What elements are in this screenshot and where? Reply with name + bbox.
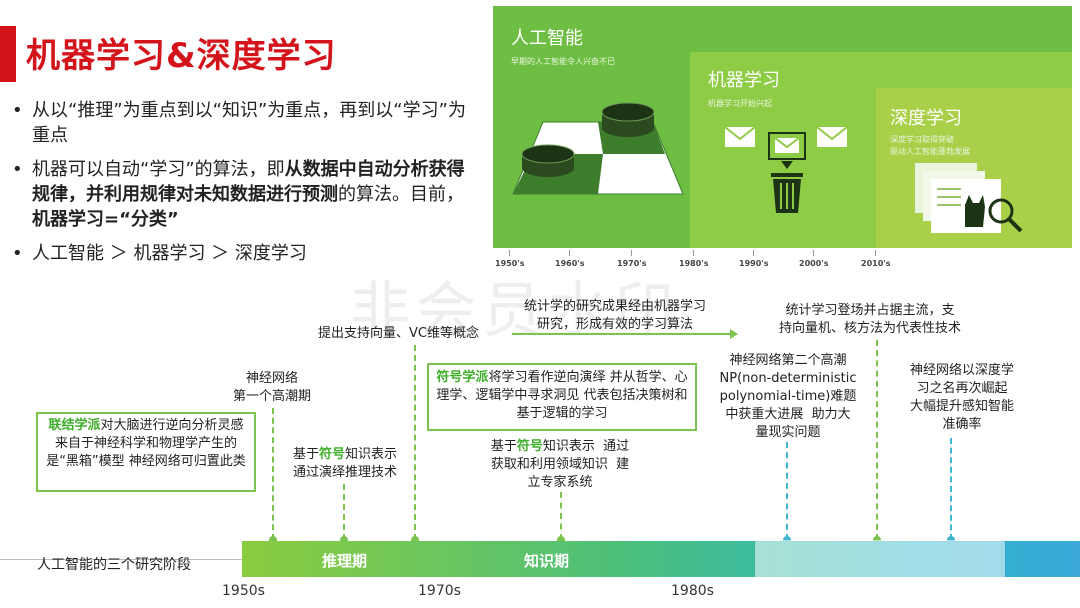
connectionism-box: 联结学派对大脑进行逆向分析灵感来自于神经科学和物理学产生的是“黑箱”模型 神经网…: [36, 412, 256, 492]
symbolism-box: 符号学派将学习看作逆向演绎 并从哲学、心理学、逻辑学中寻求洞见 代表包括决策树和…: [427, 363, 697, 431]
year-1980s: 1980s: [671, 583, 714, 599]
bullet-text: 机器可以自动“学习”的算法，即: [32, 159, 285, 180]
evolution-year-tick: [509, 250, 510, 256]
evolution-year-tick: [631, 250, 632, 256]
phase-knowledge: 知识期: [524, 552, 570, 570]
ai-era-subtitle: 早期的人工智能令人兴奋不已: [511, 57, 615, 66]
symbol-reasoning-dot: [340, 536, 348, 544]
bullet-text: 从数据中自动分析获得规律，并利用规律对未知数据进行预测: [32, 159, 465, 205]
stat-mainstream-text: 统计学习登场并占据主流，支 持向量机、核方法为代表性技术: [778, 303, 961, 336]
nn-first-peak-line: [272, 408, 274, 540]
slide-title: 机器学习&深度学习: [26, 36, 337, 76]
year-1950s: 1950s: [222, 583, 265, 599]
wechat-blur-overlay: [755, 540, 1005, 602]
phase-reasoning: 推理期: [322, 552, 368, 570]
bullet-list: 从以“推理”为重点到以“知识”为重点，再到以“学习”为重点机器可以自动“学习”的…: [10, 98, 480, 275]
connectionism-text: 对大脑进行逆向分析灵感来自于神经科学和物理学产生的是“黑箱”模型 神经网络可归置…: [46, 418, 246, 469]
evolution-year-label: 2010's: [861, 259, 891, 268]
stat-ml-text: 统计学的研究成果经由机器学习 研究，形成有效的学习算法: [523, 299, 706, 332]
ai-era-title: 人工智能: [511, 28, 583, 49]
evolution-year-tick: [693, 250, 694, 256]
evolution-year-label: 2000's: [799, 259, 829, 268]
dl-era-title: 深度学习: [890, 108, 962, 129]
nn-first-peak-dot: [269, 536, 277, 544]
cat-recognition-icon: [915, 163, 1023, 233]
spam-filter-icon: [724, 126, 848, 213]
ml-era-title: 机器学习: [708, 70, 780, 91]
title-accent-bar: [0, 26, 16, 82]
svm-concept-text: 提出支持向量、VC维等概念: [318, 326, 479, 341]
evolution-year-label: 1970's: [617, 259, 647, 268]
bullet-text: 机器学习=“分类”: [32, 209, 179, 230]
stat-ml-arrowhead: [730, 329, 738, 339]
evolution-year-label: 1950's: [495, 259, 525, 268]
evolution-year-tick: [753, 250, 754, 256]
ai-evolution-graphic: 人工智能 早期的人工智能令人兴奋不已 机器学习 机器学习开始兴起 深度学习 深度…: [493, 6, 1072, 270]
dl-era-subtitle-2: 驱动人工智能蓬勃发展: [890, 147, 970, 156]
nn-second-peak-line: [786, 442, 788, 540]
evolution-year-tick: [569, 250, 570, 256]
svm-concept-line: [414, 345, 416, 540]
dl-era-subtitle-1: 深度学习取得突破: [890, 135, 954, 144]
expert-system-text: 基于符号知识表示 通过 获取和利用领域知识 建 立专家系统: [490, 439, 630, 490]
nn-deep-text: 神经网络以深度学 习之名再次崛起 大幅提升感知智能 准确率: [909, 363, 1014, 432]
symbol-reasoning-text: 基于符号知识表示 通过演绎推理技术: [292, 447, 398, 480]
stage-label-underline: [0, 559, 242, 560]
symbol-reasoning-line: [343, 484, 345, 540]
evolution-year-label: 1980's: [679, 259, 709, 268]
bullet-item: 从以“推理”为重点到以“知识”为重点，再到以“学习”为重点: [10, 98, 480, 148]
expert-system-dot: [557, 536, 565, 544]
connectionism-school: 联结学派: [48, 418, 101, 433]
symbolism-text: 将学习看作逆向演绎 并从哲学、心理学、逻辑学中寻求洞见 代表包括决策树和基于逻辑…: [436, 370, 688, 421]
bullet-item: 机器可以自动“学习”的算法，即从数据中自动分析获得规律，并利用规律对未知数据进行…: [10, 157, 480, 232]
year-1970s: 1970s: [418, 583, 461, 599]
bullet-text: 人工智能 ＞ 机器学习 ＞ 深度学习: [32, 243, 307, 264]
nn-first-peak: 神经网络 第一个高潮期: [232, 371, 311, 404]
bullet-text: 从以“推理”为重点到以“知识”为重点，再到以“学习”为重点: [32, 100, 466, 146]
svm-concept-dot: [411, 536, 419, 544]
nn-second-peak-text: 神经网络第二个高潮 NP(non-deterministic polynomia…: [719, 353, 857, 440]
evolution-year-tick: [875, 250, 876, 256]
expert-system-line: [560, 492, 562, 540]
symbolism-school: 符号学派: [436, 370, 489, 385]
evolution-year-label: 1990's: [739, 259, 769, 268]
bullet-text: 的算法。目前，: [338, 184, 464, 205]
ml-era-subtitle: 机器学习开始兴起: [708, 99, 772, 108]
nn-deep-line: [950, 438, 952, 540]
evolution-year-tick: [813, 250, 814, 256]
stat-ml-arrow: [512, 333, 734, 335]
bullet-item: 人工智能 ＞ 机器学习 ＞ 深度学习: [10, 241, 480, 266]
checkers-board-icon: [512, 102, 684, 195]
evolution-axis: [493, 248, 1072, 270]
stat-mainstream-line: [876, 340, 878, 540]
stage-label: 人工智能的三个研究阶段: [37, 557, 191, 573]
evolution-year-label: 1960's: [555, 259, 585, 268]
